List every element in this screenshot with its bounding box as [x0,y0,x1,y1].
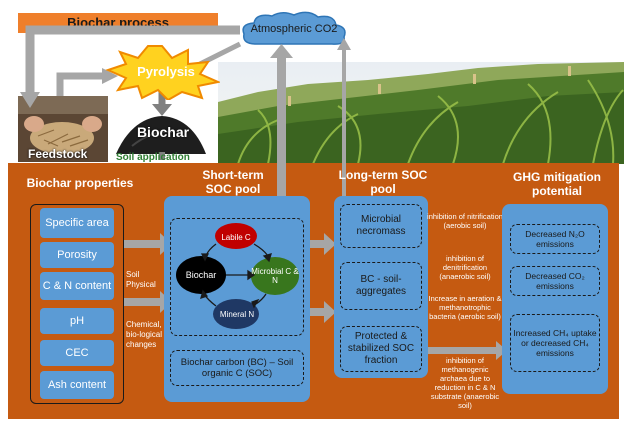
biochar-node-label: Biochar [185,269,217,280]
property-cn-content: C & N content [40,272,114,300]
mechanism-denitrification: inhibition of denitrification (anaerobic… [439,254,491,281]
atmospheric-co2-label: Atmospheric CO2 [250,23,338,35]
bc-soil-aggregates-box: BC - soil-aggregates [340,262,422,310]
property-specific-area: Specific area [40,208,114,238]
pyrolysis-flame-icon [105,45,220,100]
chemical-biological-label: Chemical, & bio-logical changes [126,320,170,349]
protected-soc-box: Protected & stabilized SOC fraction [340,326,422,372]
property-ph: pH [40,308,114,334]
short-term-heading: Short-term SOC pool [202,168,264,196]
feedstock-label: Feedstock [28,147,88,161]
property-cec: CEC [40,340,114,366]
biochar-node [176,256,226,294]
property-porosity: Porosity [40,242,114,268]
ch4-uptake-box: Increased CH₄ uptake or decreased CH₄ em… [510,314,600,372]
soil-physical-label: Soil Physical [126,270,156,289]
microbial-necromass-box: Microbial necromass [340,204,422,248]
property-ash-content: Ash content [40,371,114,399]
microbial-node [251,257,299,295]
long-term-heading: Long-term SOC pool [338,168,428,196]
properties-frame [30,204,124,404]
feedstock-photo [18,96,108,162]
atmospheric-co2-cloud-icon [242,11,346,45]
mechanism-aeration: Increase in aeration & methanotrophic ba… [428,294,502,321]
decreased-n2o-box: Decreased N₂O emissions [510,224,600,254]
labile-c-node [215,223,257,249]
mechanism-nitrification: inhibition of nitrification (aerobic soi… [427,212,503,230]
process-flow-arrows [20,25,242,160]
biochar-properties-heading: Biochar properties [26,176,134,190]
biochar-pile-image [116,116,206,154]
long-term-pool-box [334,196,428,378]
microbial-cn-label: Microbial C & N [251,267,299,285]
crop-field-image [218,62,624,164]
bc-soc-box: Biochar carbon (BC) – Soil organic C (SO… [170,350,304,386]
ghg-pool-box [502,204,608,394]
labile-c-label: Labile C [221,232,251,242]
biochar-product-label: Biochar [136,124,190,140]
mechanism-methanogenic: inhibition of methanogenic archaea due t… [430,356,500,410]
ghg-heading: GHG mitigation potential [513,170,601,198]
carbon-cycle-graphic [176,223,299,329]
pyrolysis-label: Pyrolysis [137,64,195,79]
short-term-cycle-frame [170,218,304,336]
mineral-n-node [213,299,259,329]
soil-application-label: Soil application [116,152,190,163]
mineral-n-label: Mineral N [219,309,255,319]
decreased-co2-box: Decreased CO₂ emissions [510,266,600,296]
